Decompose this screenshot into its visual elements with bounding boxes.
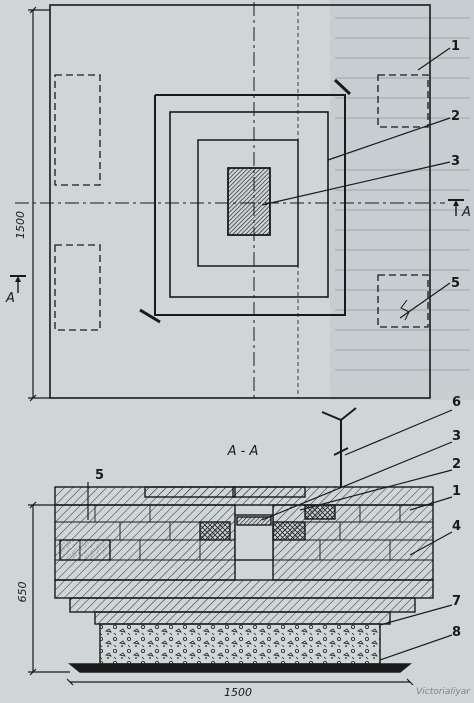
callout-7-section: 7	[452, 594, 461, 609]
plan-recess-top-left	[54, 74, 101, 186]
section-title: A - A	[227, 444, 259, 459]
section-base-course-2	[69, 597, 416, 613]
callout-2-section: 2	[452, 457, 461, 472]
section-base-course-3	[94, 611, 391, 625]
section-marker-left: A	[5, 275, 26, 306]
callout-4-section: 4	[452, 519, 461, 534]
callout-6-section: 6	[452, 395, 461, 410]
section-stone-top	[236, 516, 272, 526]
section-base-course-1	[54, 579, 434, 599]
plan-dimension-height	[28, 6, 50, 402]
section-gravel-bed	[99, 623, 381, 665]
section-mark-right-text: A	[461, 205, 471, 220]
callout-2-plan: 2	[451, 109, 460, 124]
plan-dimension-text: 1500	[14, 211, 27, 239]
plan-view	[15, 2, 445, 400]
callout-3-section: 3	[452, 429, 461, 444]
plan-outer-frame	[49, 4, 431, 399]
callout-5-plan: 5	[451, 276, 460, 291]
section-dimension-height	[28, 501, 70, 676]
section-sand-base	[68, 663, 412, 673]
section-width-text: 1500	[224, 686, 252, 699]
section-gravel-pocket	[59, 539, 111, 561]
plan-recess-bottom-left	[54, 244, 101, 331]
plan-recess-bottom-right	[377, 274, 429, 328]
plan-recess-top-right	[377, 74, 429, 128]
callout-1-section: 1	[452, 484, 461, 499]
section-mark-left-text: A	[5, 291, 15, 306]
callout-8-section: 8	[452, 625, 461, 640]
section-height-text: 650	[16, 582, 29, 603]
section-body-right	[272, 504, 434, 581]
callout-3-plan: 3	[451, 154, 460, 169]
section-view	[54, 486, 434, 673]
watermark: Victorialiyar	[416, 687, 471, 697]
section-marker-right: A	[448, 199, 471, 220]
section-dimension-width	[66, 678, 414, 686]
callout-5-section: 5	[95, 468, 104, 483]
plan-drain-tick-bottom	[139, 308, 161, 324]
vent-pipe	[321, 407, 357, 487]
plan-square-middle	[169, 111, 329, 298]
plan-leaders	[261, 47, 451, 321]
plan-stone-block	[227, 167, 271, 236]
section-leaders	[87, 409, 453, 661]
plan-drain-tick-top	[333, 78, 352, 96]
plan-spiral-outer	[154, 94, 346, 316]
section-crosshatch-right	[272, 521, 306, 541]
section-crosshatch-left	[199, 521, 231, 541]
callout-1-plan: 1	[451, 39, 460, 54]
